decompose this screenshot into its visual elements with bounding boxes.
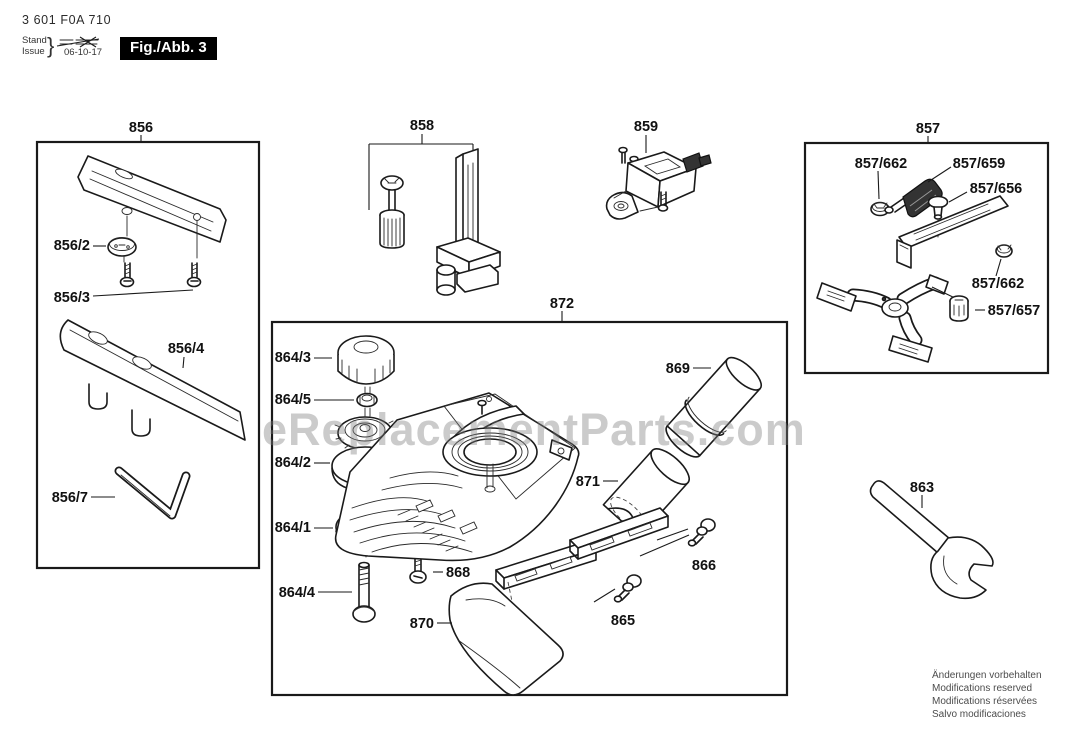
part-871-suction-adapter-drawing (569, 448, 690, 560)
plate-surface-arcs (349, 471, 473, 553)
footer-line-de: Änderungen vorbehalten (932, 670, 1042, 681)
leader-857-662a (877, 170, 880, 200)
group-part-859: 859 (605, 119, 712, 220)
part-label-869: 869 (666, 361, 690, 377)
part-864-5-nut-drawing (356, 392, 378, 408)
part-label-864-3: 864/3 (275, 350, 311, 366)
group-part-863: 863 (869, 480, 994, 600)
part-866-screw-drawing (639, 518, 716, 557)
part-label-857-656: 857/656 (970, 181, 1022, 197)
part-label-856-7: 856/7 (52, 490, 88, 506)
part-label-857-662a: 857/662 (855, 156, 907, 172)
leader-857-659 (927, 166, 952, 183)
part-857-662b-washer-drawing (995, 244, 1013, 258)
box-872-border (270, 320, 789, 697)
group-box-856: 856 856/2 (35, 120, 261, 570)
group-box-857: 857 857/662 857/659 857/656 (803, 121, 1050, 375)
part-label-857-657: 857/657 (988, 303, 1040, 319)
crossed-out-date-mark (56, 36, 100, 48)
part-label-857: 857 (916, 121, 940, 137)
part-856-3-screws-drawing (119, 262, 202, 288)
part-label-864-1: 864/1 (275, 520, 311, 536)
figure-number-badge: Fig./Abb. 3 (120, 37, 217, 60)
part-label-870: 870 (410, 616, 434, 632)
box-856-border (35, 140, 261, 570)
part-label-857-659: 857/659 (953, 156, 1005, 172)
part-label-866: 866 (692, 558, 716, 574)
group-part-858: 858 (368, 118, 501, 296)
part-857-circle-guide-drawing (816, 274, 958, 363)
part-label-864-2: 864/2 (275, 455, 311, 471)
part-label-857-662b: 857/662 (972, 276, 1024, 292)
part-864-4-bolt-drawing (352, 561, 376, 623)
part-label-859: 859 (634, 119, 658, 135)
issue-label: Issue (22, 45, 45, 57)
part-label-865: 865 (611, 613, 635, 629)
leader-856-3 (92, 289, 194, 297)
part-label-864-5: 864/5 (275, 392, 311, 408)
part-857-656-push-pin-drawing (927, 195, 949, 238)
stand-label: Stand (22, 35, 47, 46)
footer-line-en: Modifications reserved (932, 683, 1033, 694)
part-857-guide-bar-drawing (896, 195, 1009, 269)
part-863-wrench-drawing (869, 480, 994, 600)
box-857-border (803, 141, 1050, 375)
part-857-657-sleeve-drawing (949, 295, 969, 322)
part-label-856-4: 856/4 (168, 341, 204, 357)
part-856-base-plate-drawing (77, 155, 227, 259)
part-label-856-3: 856/3 (54, 290, 90, 306)
leader-857-656 (948, 191, 968, 203)
footer-line-fr: Modifications réservées (932, 696, 1038, 707)
part-872-base-plate-drawing (334, 392, 580, 562)
part-858-bracket-drawing (436, 148, 501, 296)
part-label-868: 868 (446, 565, 470, 581)
part-label-856-2: 856/2 (54, 238, 90, 254)
legal-footer: Änderungen vorbehalten Modifications res… (932, 669, 1042, 721)
footer-line-es: Salvo modificaciones (932, 709, 1026, 720)
part-869-hose-tube-drawing (665, 356, 763, 458)
part-856-7-allen-key-drawing (114, 466, 191, 520)
plate-hatch-marks (397, 509, 459, 552)
part-label-863: 863 (910, 480, 934, 496)
part-859-bracket-assembly-drawing (605, 146, 712, 220)
watermark-text: eReplacementParts.com (262, 404, 806, 455)
part-856-2-knob-drawing (107, 237, 137, 263)
part-864-3-knob-drawing (337, 335, 395, 385)
part-label-872: 872 (550, 296, 574, 312)
part-label-864-4: 864/4 (279, 585, 315, 601)
stand-issue-brace: } (47, 33, 55, 58)
part-870-dust-shoe-drawing (448, 540, 597, 696)
leader-856-4 (182, 356, 185, 369)
document-part-number: 3 601 F0A 710 (22, 13, 112, 27)
part-865-screw-drawing (593, 574, 642, 603)
group-box-872: 872 864/3 864/5 864/2 (270, 296, 789, 697)
stand-issue-block: Stand Issue (22, 35, 47, 57)
leader-858 (368, 134, 474, 210)
part-label-871: 871 (576, 474, 600, 490)
part-856-4-guide-bar-drawing (59, 319, 246, 441)
issue-date: 06-10-17 (64, 47, 103, 58)
part-label-858: 858 (410, 118, 434, 134)
part-label-856: 856 (129, 120, 153, 136)
leader-857-662b (995, 258, 1002, 277)
plate-slot-holes (415, 499, 478, 535)
part-858-knob-screw-drawing (379, 175, 405, 249)
